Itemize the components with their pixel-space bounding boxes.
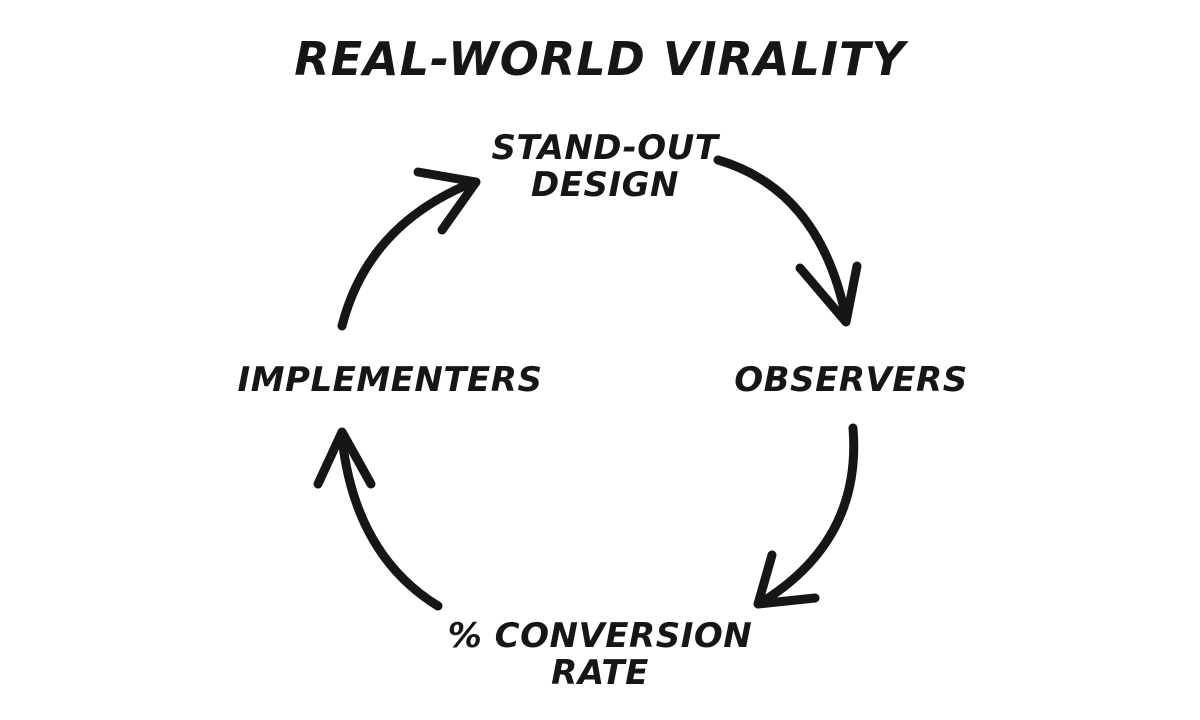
node-right-line1: OBSERVERS: [734, 360, 968, 400]
node-stand-out-design: STAND-OUT DESIGN: [440, 130, 770, 203]
arrow-design-to-observers: [713, 155, 862, 327]
arrow-implementers-to-design: [337, 167, 481, 331]
node-bottom-line2: RATE: [551, 652, 649, 693]
node-conversion-rate: % CONVERSION RATE: [420, 618, 780, 691]
node-observers: OBSERVERS: [716, 362, 986, 399]
arrow-conversion-to-implementers: [313, 427, 443, 611]
node-top-line2: DESIGN: [531, 164, 679, 205]
node-bottom-line1: % CONVERSION: [447, 616, 753, 656]
node-left-line1: IMPLEMENTERS: [237, 360, 543, 400]
arrow-observers-to-conversion: [753, 423, 859, 609]
diagram-title: REAL-WORLD VIRALITY: [294, 32, 906, 86]
node-top-line1: STAND-OUT: [491, 128, 719, 168]
node-implementers: IMPLEMENTERS: [210, 362, 570, 399]
